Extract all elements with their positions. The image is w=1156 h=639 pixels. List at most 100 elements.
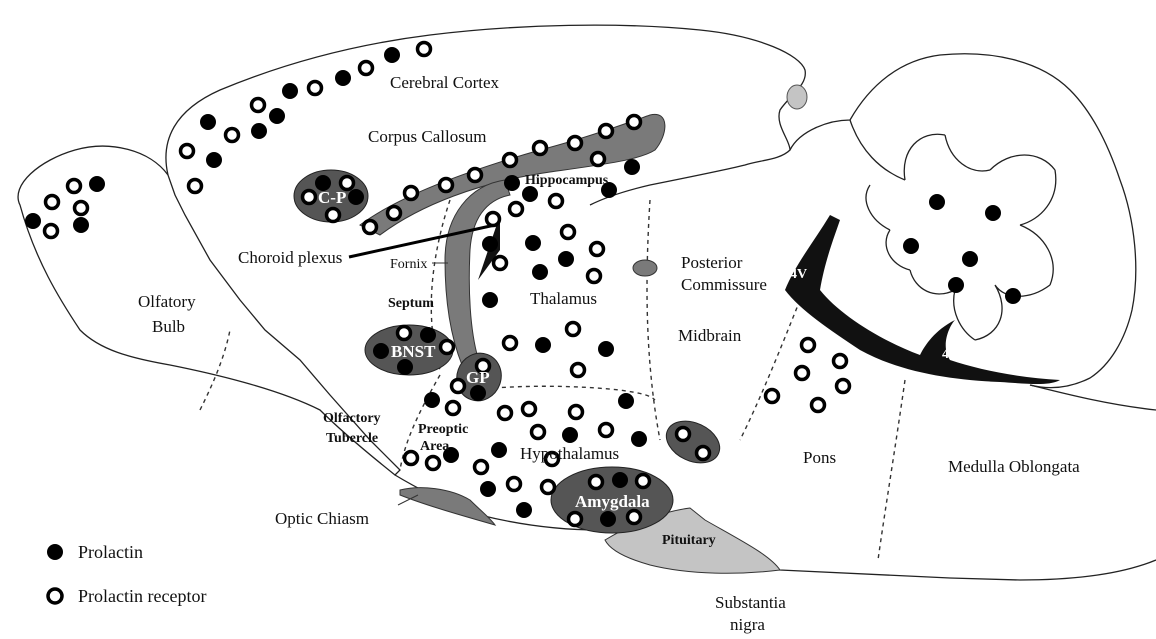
prolactin-receptor-dot bbox=[487, 213, 500, 226]
optic-chiasm bbox=[400, 488, 495, 525]
prolactin-receptor-dot bbox=[510, 203, 523, 216]
legend-prolactin-label: Prolactin bbox=[78, 542, 143, 562]
prolactin-receptor-dot bbox=[532, 426, 545, 439]
prolactin-dot bbox=[618, 393, 634, 409]
prolactin-receptor-dot bbox=[562, 226, 575, 239]
prolactin-receptor-dot bbox=[837, 380, 850, 393]
prolactin-dot bbox=[948, 277, 964, 293]
prolactin-dot bbox=[73, 217, 89, 233]
prolactin-receptor-dot bbox=[388, 207, 401, 220]
prolactin-receptor-dot bbox=[567, 323, 580, 336]
prolactin-receptor-dot bbox=[405, 452, 418, 465]
prolactin-dot bbox=[470, 385, 486, 401]
prolactin-receptor-dot bbox=[572, 364, 585, 377]
prolactin-receptor-dot bbox=[834, 355, 847, 368]
prolactin-receptor-dot bbox=[327, 209, 340, 222]
prolactin-receptor-dot bbox=[469, 169, 482, 182]
legend-receptor-label: Prolactin receptor bbox=[78, 586, 206, 606]
prolactin-receptor-dot bbox=[75, 202, 88, 215]
prolactin-dot bbox=[525, 235, 541, 251]
label-4v-lower: 4V bbox=[942, 347, 959, 362]
prolactin-dot bbox=[269, 108, 285, 124]
prolactin-receptor-dot bbox=[592, 153, 605, 166]
prolactin-receptor-dot bbox=[570, 406, 583, 419]
prolactin-receptor-dot bbox=[569, 513, 582, 526]
prolactin-receptor-dot bbox=[628, 511, 641, 524]
cerebellum-folia bbox=[850, 120, 1056, 340]
prolactin-receptor-dot bbox=[499, 407, 512, 420]
prolactin-receptor-dot bbox=[523, 403, 536, 416]
prolactin-dot bbox=[535, 337, 551, 353]
prolactin-receptor-dot bbox=[303, 191, 316, 204]
prolactin-receptor-dot bbox=[504, 337, 517, 350]
label-amygdala: Amygdala bbox=[575, 492, 650, 511]
prolactin-receptor-dot bbox=[494, 257, 507, 270]
prolactin-dot bbox=[491, 442, 507, 458]
label-hippocampus: Hippocampus bbox=[525, 173, 609, 188]
prolactin-receptor-dot bbox=[475, 461, 488, 474]
label-substantia-2: nigra bbox=[730, 615, 765, 634]
prolactin-dot bbox=[985, 205, 1001, 221]
prolactin-receptor-dot bbox=[181, 145, 194, 158]
prolactin-receptor-dot bbox=[226, 129, 239, 142]
prolactin-dot bbox=[206, 152, 222, 168]
prolactin-receptor-dot bbox=[796, 367, 809, 380]
prolactin-receptor-dot bbox=[569, 137, 582, 150]
bulb-boundary bbox=[200, 330, 230, 410]
prolactin-dot bbox=[424, 392, 440, 408]
prolactin-dot bbox=[962, 251, 978, 267]
label-olfactory-tubercle-2: Tubercle bbox=[326, 431, 378, 446]
label-choroid-plexus: Choroid plexus bbox=[238, 248, 342, 267]
prolactin-dot bbox=[598, 341, 614, 357]
prolactin-dot bbox=[251, 123, 267, 139]
prolactin-receptor-dot bbox=[588, 270, 601, 283]
label-hypothalamus: Hypothalamus bbox=[520, 444, 619, 463]
label-preoptic-2: Area bbox=[420, 439, 449, 454]
prolactin-receptor-dot bbox=[189, 180, 202, 193]
prolactin-dot bbox=[929, 194, 945, 210]
prolactin-receptor-dot bbox=[418, 43, 431, 56]
label-olfactory-bulb-2: Bulb bbox=[152, 317, 185, 336]
label-pituitary: Pituitary bbox=[662, 533, 716, 548]
fornix bbox=[445, 180, 510, 365]
legend-receptor-dot bbox=[48, 589, 62, 603]
substantia-nigra-oval bbox=[660, 413, 727, 471]
prolactin-receptor-dot bbox=[600, 125, 613, 138]
prolactin-receptor-dot bbox=[252, 99, 265, 112]
prolactin-dot bbox=[482, 292, 498, 308]
prolactin-dot bbox=[522, 186, 538, 202]
label-preoptic-1: Preoptic bbox=[418, 422, 468, 437]
prolactin-dot bbox=[612, 472, 628, 488]
prolactin-receptor-dot bbox=[45, 225, 58, 238]
prolactin-dot bbox=[532, 264, 548, 280]
pons-boundary bbox=[740, 300, 800, 440]
label-midbrain: Midbrain bbox=[678, 326, 742, 345]
prolactin-receptor-dot bbox=[441, 341, 454, 354]
legend-prolactin-dot bbox=[47, 544, 63, 560]
label-thalamus: Thalamus bbox=[530, 289, 597, 308]
label-septum: Septum bbox=[388, 296, 434, 311]
label-cerebral-cortex: Cerebral Cortex bbox=[390, 73, 500, 92]
prolactin-dot bbox=[600, 511, 616, 527]
prolactin-dot bbox=[516, 502, 532, 518]
prolactin-dot bbox=[504, 175, 520, 191]
prolactin-dot bbox=[89, 176, 105, 192]
prolactin-receptor-dot bbox=[628, 116, 641, 129]
prolactin-dot bbox=[903, 238, 919, 254]
prolactin-receptor-dot bbox=[637, 475, 650, 488]
label-posterior: Posterior bbox=[681, 253, 743, 272]
prolactin-receptor-dot bbox=[68, 180, 81, 193]
label-pons: Pons bbox=[803, 448, 836, 467]
posterior-commissure bbox=[633, 260, 657, 276]
prolactin-receptor-dot bbox=[812, 399, 825, 412]
prolactin-dot bbox=[348, 189, 364, 205]
label-medulla: Medulla Oblongata bbox=[948, 457, 1080, 476]
prolactin-dot bbox=[25, 213, 41, 229]
prolactin-dot bbox=[480, 481, 496, 497]
prolactin-receptor-dot bbox=[46, 196, 59, 209]
label-substantia-1: Substantia bbox=[715, 593, 786, 612]
prolactin-receptor-dot bbox=[398, 327, 411, 340]
prolactin-receptor-dot bbox=[447, 402, 460, 415]
legend: Prolactin Prolactin receptor bbox=[47, 542, 206, 606]
